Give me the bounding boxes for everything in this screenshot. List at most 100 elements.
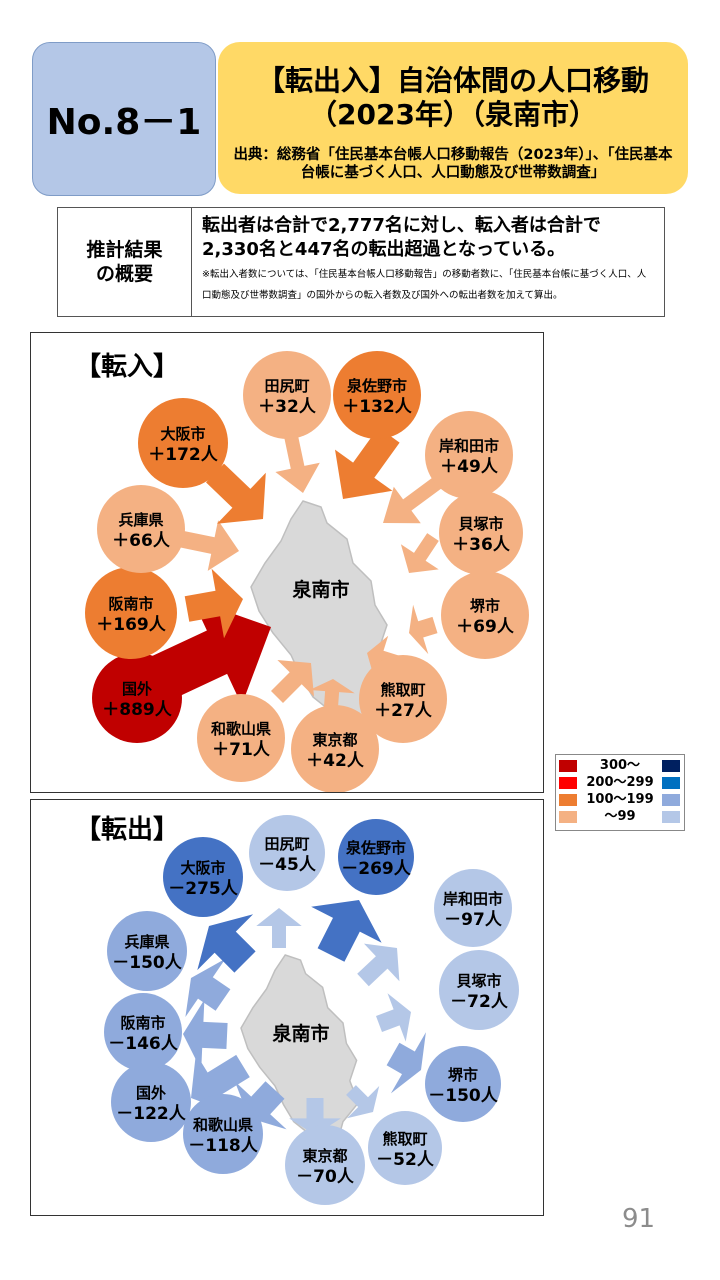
city-bubble bbox=[333, 351, 421, 439]
flow-value-label: －150人 bbox=[112, 953, 182, 973]
city-bubble bbox=[368, 1111, 442, 1185]
flow-arrow bbox=[386, 1032, 426, 1094]
legend-label: ～99 bbox=[604, 809, 636, 824]
city-bubble bbox=[439, 950, 519, 1030]
panel-title: 【転出】 bbox=[75, 815, 179, 845]
center-city-label: 泉南市 bbox=[271, 1022, 329, 1045]
city-name: 大阪市 bbox=[180, 859, 225, 877]
flow-value-label: －118人 bbox=[188, 1136, 258, 1156]
flow-arrow bbox=[256, 908, 302, 948]
city-name: 阪南市 bbox=[108, 595, 153, 613]
city-name: 堺市 bbox=[448, 1066, 478, 1084]
flow-value-label: －72人 bbox=[450, 992, 509, 1012]
city-name: 東京都 bbox=[302, 1147, 347, 1165]
legend-label: 300～ bbox=[599, 758, 641, 773]
city-name: 阪南市 bbox=[120, 1014, 165, 1032]
city-name: 熊取町 bbox=[380, 681, 425, 699]
city-name: 兵庫県 bbox=[118, 511, 163, 529]
summary-label: 推計結果 の概要 bbox=[58, 208, 192, 316]
legend-label: 200～299 bbox=[586, 775, 654, 790]
legend-out-swatch bbox=[662, 794, 680, 806]
legend-row: 300～ bbox=[556, 758, 684, 774]
flow-arrow bbox=[197, 914, 256, 973]
inflow-panel: 【転入】泉南市田尻町＋32人泉佐野市＋132人岸和田市＋49人貝塚市＋36人堺市… bbox=[30, 332, 544, 793]
city-bubble bbox=[111, 1062, 191, 1142]
flow-value-label: －45人 bbox=[258, 855, 317, 875]
city-bubble bbox=[425, 411, 513, 499]
city-bubble bbox=[285, 1125, 365, 1205]
city-name: 和歌山県 bbox=[211, 720, 271, 738]
flow-arrow bbox=[335, 427, 400, 499]
flow-value-label: －52人 bbox=[376, 1150, 435, 1170]
city-name: 貝塚市 bbox=[458, 515, 503, 533]
city-bubble bbox=[441, 571, 529, 659]
city-name: 田尻町 bbox=[264, 377, 309, 395]
city-bubble bbox=[359, 655, 447, 743]
center-city-label: 泉南市 bbox=[291, 578, 349, 601]
legend-in-swatch bbox=[559, 777, 577, 789]
flow-arrow bbox=[383, 477, 442, 524]
flow-value-label: ＋36人 bbox=[452, 535, 511, 555]
city-bubble bbox=[291, 705, 379, 793]
city-bubble bbox=[338, 819, 414, 895]
legend-in-swatch bbox=[559, 794, 577, 806]
page-number: 91 bbox=[622, 1204, 656, 1234]
city-name: 国外 bbox=[136, 1084, 166, 1102]
legend-row: ～99 bbox=[556, 809, 684, 825]
city-name: 和歌山県 bbox=[193, 1116, 253, 1134]
flow-arrow bbox=[275, 434, 320, 493]
legend-label: 100～199 bbox=[586, 792, 654, 807]
flow-arrow bbox=[184, 568, 243, 639]
city-bubble bbox=[92, 653, 182, 743]
summary-table: 推計結果 の概要 転出者は合計で2,777名に対し、転入者は合計で2,330名と… bbox=[57, 207, 665, 317]
legend-row: 200～299 bbox=[556, 775, 684, 791]
flow-value-label: ＋169人 bbox=[96, 615, 166, 635]
outflow-diagram: 【転出】泉南市田尻町－45人泉佐野市－269人岸和田市－97人貝塚市－72人堺市… bbox=[75, 815, 519, 1205]
city-bubble bbox=[107, 911, 187, 991]
flow-value-label: －122人 bbox=[116, 1104, 186, 1124]
flow-arrow bbox=[179, 520, 239, 571]
city-bubble bbox=[243, 351, 331, 439]
flow-value-label: ＋889人 bbox=[102, 700, 172, 720]
flow-value-label: －146人 bbox=[108, 1034, 178, 1054]
flow-arrow bbox=[271, 660, 314, 703]
city-bubble bbox=[104, 993, 182, 1071]
legend-in-swatch bbox=[559, 811, 577, 823]
flow-arrow bbox=[309, 679, 355, 708]
flow-value-label: －70人 bbox=[296, 1167, 355, 1187]
flow-arrow bbox=[206, 463, 266, 524]
flow-value-label: ＋132人 bbox=[342, 397, 412, 417]
slide-number: No.8－1 bbox=[46, 102, 202, 143]
source-note: 出典：総務省「住民基本台帳人口移動報告（2023年）」、「住民基本台帳に基づく人… bbox=[233, 147, 673, 181]
flow-arrow bbox=[234, 1081, 287, 1130]
city-name: 田尻町 bbox=[264, 835, 309, 853]
city-bubble bbox=[249, 815, 325, 891]
legend-in-swatch bbox=[559, 760, 577, 772]
city-bubble bbox=[183, 1094, 263, 1174]
city-name: 兵庫県 bbox=[124, 933, 169, 951]
title-box: 【転出入】自治体間の人口移動 （2023年）（泉南市） 出典：総務省「住民基本台… bbox=[218, 42, 688, 194]
flow-arrow bbox=[346, 1085, 380, 1119]
summary-body: 転出者は合計で2,777名に対し、転入者は合計で2,330名と447名の転出超過… bbox=[192, 208, 664, 316]
city-name: 東京都 bbox=[312, 731, 357, 749]
city-name: 熊取町 bbox=[382, 1130, 427, 1148]
city-bubble bbox=[97, 485, 185, 573]
flow-value-label: －97人 bbox=[444, 910, 503, 930]
flow-value-label: ＋71人 bbox=[212, 740, 271, 760]
flow-value-label: ＋32人 bbox=[258, 397, 317, 417]
city-name: 貝塚市 bbox=[456, 972, 501, 990]
summary-note: ※転出入者数については、「住民基本台帳人口移動報告」の移動者数に、「住民基本台帳… bbox=[202, 269, 647, 301]
flow-arrow bbox=[357, 943, 400, 987]
flow-value-label: ＋172人 bbox=[148, 445, 218, 465]
legend-out-swatch bbox=[662, 811, 680, 823]
flow-arrow bbox=[409, 604, 438, 655]
flow-arrow bbox=[183, 999, 228, 1071]
page-title: 【転出入】自治体間の人口移動 （2023年）（泉南市） bbox=[256, 64, 649, 131]
city-bubble bbox=[434, 869, 512, 947]
flow-arrow bbox=[185, 958, 231, 1017]
city-name: 岸和田市 bbox=[443, 890, 503, 908]
city-bubble bbox=[439, 491, 523, 575]
city-bubble bbox=[138, 398, 228, 488]
outflow-panel: 【転出】泉南市田尻町－45人泉佐野市－269人岸和田市－97人貝塚市－72人堺市… bbox=[30, 799, 544, 1216]
flow-value-label: －269人 bbox=[341, 859, 411, 879]
